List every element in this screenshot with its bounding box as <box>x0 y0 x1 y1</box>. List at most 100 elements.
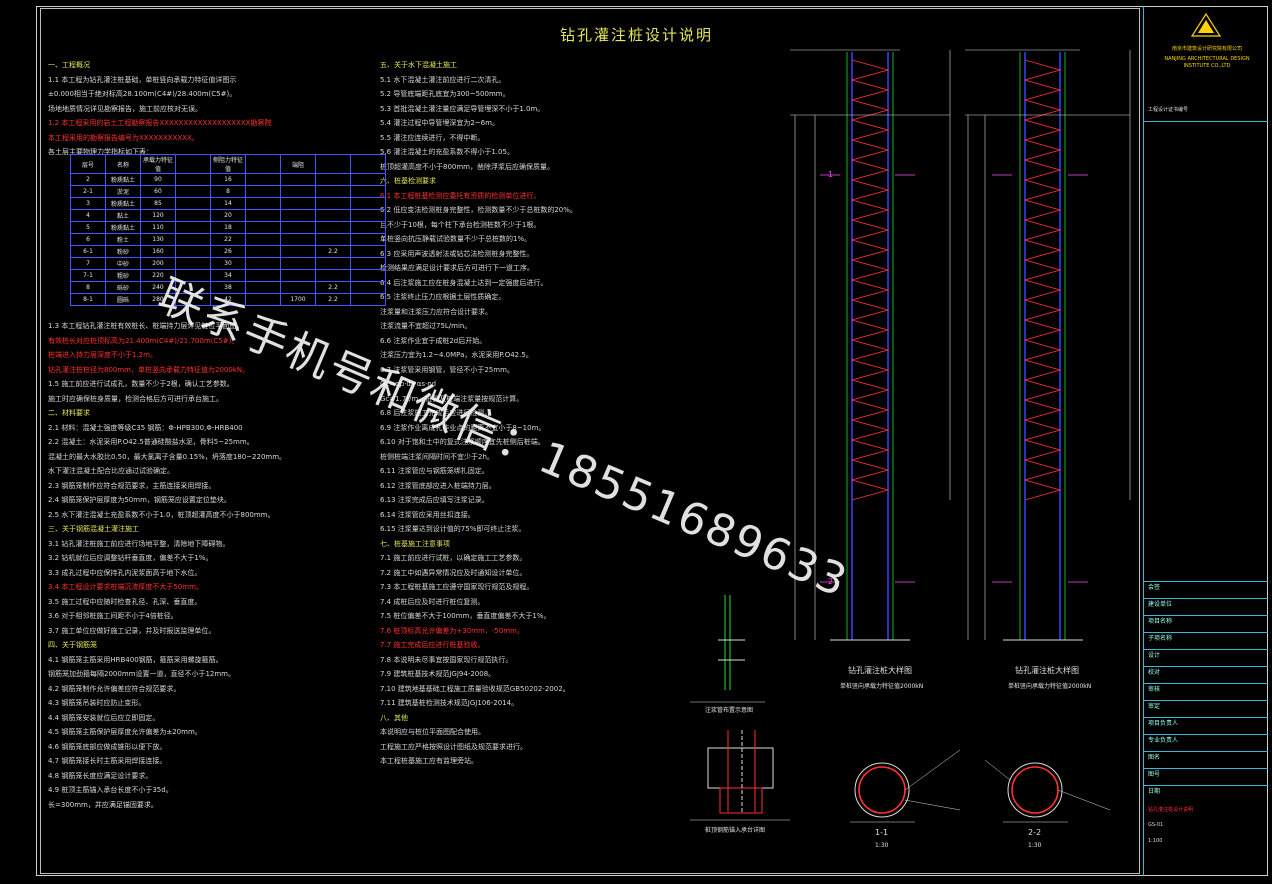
note-line: 本工程采用的勘察报告编号为XXXXXXXXXXX。 <box>48 133 199 142</box>
drawing-inner-frame <box>40 8 1140 874</box>
note-line: 1.1 本工程为钻孔灌注桩基础，单桩竖向承载力特征值详图示 <box>48 75 237 84</box>
note-line: 1.2 本工程采用的岩土工程勘察报告XXXXXXXXXXXXXXXXXXX勘察院 <box>48 119 272 127</box>
table-cell <box>350 293 386 306</box>
pile-2-label: 钻孔灌注桩大样图 <box>1015 666 1079 675</box>
note-line: 4.3 钢筋笼吊装时应防止变形。 <box>48 699 146 707</box>
note-line: 且不少于10根，每个柱下承台检测桩数不少于1根。 <box>380 220 541 229</box>
note-line: 6.5 注浆终止压力应根据土层性质确定。 <box>380 293 506 301</box>
section-marker-2: 2 <box>828 577 834 586</box>
drawing-number: GS-01 <box>1148 822 1164 828</box>
notes-left-column: 一、工程概况 1.1 本工程为钻孔灌注桩基础，单桩竖向承载力特征值详图示 ±0.00… <box>48 58 368 812</box>
note-line: 7.8 本说明未尽事宜按国家现行规范执行。 <box>380 655 513 664</box>
note-line: 6.14 注浆管应采用丝扣连接。 <box>380 510 475 519</box>
note-line: 检测结果应满足设计要求后方可进行下一道工序。 <box>380 264 534 272</box>
note-line: 6.7 注浆管采用钢管，管径不小于25mm。 <box>380 365 514 374</box>
note-line: 7.4 成桩后应及时进行桩位复测。 <box>380 597 485 606</box>
title-block-row: 校对 <box>1144 666 1268 683</box>
note-line: 5.6 灌注混凝土的充盈系数不得小于1.05。 <box>380 148 514 156</box>
drawing-outer-frame <box>36 6 1268 876</box>
section-marker-1: 1 <box>828 170 834 179</box>
pile-1-caption: 单桩竖向承载力特征值2000kN <box>840 683 924 690</box>
table-cell: 8-1 <box>70 293 106 306</box>
note-line: 7.7 施工完成后应进行桩基验收。 <box>380 641 485 649</box>
title-block-row: 图名 <box>1144 751 1268 768</box>
note-line: 6.1 本工程桩基检测应委托有资质的检测单位进行。 <box>380 191 541 200</box>
note-line: 桩端进入持力层深度不小于1.2m。 <box>48 351 157 359</box>
pile-1 <box>830 52 910 641</box>
note-line: 7.5 桩位偏差不大于100mm，垂直度偏差不大于1%。 <box>380 612 551 620</box>
note-line: 八、其他 <box>380 713 408 722</box>
anchor-detail-label: 桩顶钢筋锚入承台详图 <box>705 827 766 834</box>
section-1-1 <box>850 762 915 823</box>
note-line: 7.3 本工程桩基施工应遵守国家现行规范及规程。 <box>380 583 534 591</box>
drawing-scale: 1:100 <box>1148 838 1163 844</box>
note-line: 钻孔灌注桩桩径为800mm，单桩竖向承载力特征值为2000kN。 <box>48 365 250 374</box>
note-line: 7.2 施工中如遇异常情况应及时通知设计单位。 <box>380 568 527 577</box>
note-line: 6.2 低应变法检测桩身完整性，检测数量不少于总桩数的20%。 <box>380 206 577 214</box>
note-line: 4.5 钢筋笼主筋保护层厚度允许偏差为±20mm。 <box>48 728 202 736</box>
note-line: 注浆量和注浆压力应符合设计要求。 <box>380 307 492 316</box>
note-line: 6.3 应采用声波透射法或钻芯法检测桩身完整性。 <box>380 249 534 258</box>
note-line: 本说明应与桩位平面图配合使用。 <box>380 728 485 736</box>
note-line: 6.10 对于饱和土中的复式注浆顺序宜先桩侧后桩端。 <box>380 438 545 446</box>
note-line: 2.4 钢筋笼保护层厚度为50mm，钢筋笼应设置定位垫块。 <box>48 496 231 504</box>
note-line: 7.9 建筑桩基技术规范JGJ94-2008。 <box>380 670 496 678</box>
certificate-label: 工程设计证书编号 <box>1148 107 1189 113</box>
note-line: 5.3 首批混凝土灌注量应满足导管埋深不小于1.0m。 <box>380 104 545 113</box>
note-line: 5.4 灌注过程中导管埋深宜为2~6m。 <box>380 119 499 127</box>
note-line: 6.13 注浆完成后应填写注浆记录。 <box>380 496 489 504</box>
note-line: 5.5 灌注应连续进行，不得中断。 <box>380 133 485 142</box>
note-line: 6.15 注浆量达到设计值的75%即可终止注浆。 <box>380 525 526 533</box>
note-line: 各土层主要物理力学指标如下表： <box>48 148 153 156</box>
table-cell: 承载力特征值 <box>140 154 176 174</box>
note-line: 2.5 水下灌注混凝土充盈系数不小于1.0，桩顶超灌高度不小于800mm。 <box>48 510 275 519</box>
note-line: 桩顶超灌高度不小于800mm，凿除浮浆后应确保质量。 <box>380 162 554 171</box>
grout-pipe-detail <box>690 595 765 703</box>
section-2-2-scale: 1:30 <box>1028 842 1042 849</box>
note-line: 3.4 本工程设计要求桩端沉渣厚度不大于50mm。 <box>48 583 203 591</box>
company-name-en: NANJING ARCHITECTURAL DESIGN INSTITUTE C… <box>1164 56 1250 69</box>
note-line: 注浆压力宜为1.2~4.0MPa，水泥采用P.O42.5。 <box>380 351 533 359</box>
title-block-row: 项目负责人 <box>1144 717 1268 734</box>
note-line: 4.7 钢筋笼接长时主筋采用焊接连接。 <box>48 757 167 765</box>
note-line: 6.6 注浆作业宜于成桩2d后开始。 <box>380 336 487 345</box>
note-line: Gc=αp·d+αs·nd <box>380 380 437 388</box>
note-line: 7.10 建筑地基基础工程施工质量验收规范GB50202-2002。 <box>380 684 570 693</box>
section-1-1-label: 1-1 <box>875 828 889 837</box>
note-line: 6.12 注浆管底部应进入桩端持力层。 <box>380 481 496 490</box>
note-line: ±0.000相当于绝对标高28.100m(C4#)/28.400m(C5#)。 <box>48 90 237 98</box>
table-row: 层号名称承载力特征值侧阻力特征值端阻 <box>70 154 386 174</box>
note-line: 7.1 施工前应进行试桩，以确定施工工艺参数。 <box>380 554 527 562</box>
note-line: 3.2 钻机就位后应调整钻杆垂直度，偏差不大于1%。 <box>48 554 213 562</box>
note-line: 1.5 施工前应进行试成孔，数量不少于2根，确认工艺参数。 <box>48 380 234 388</box>
note-line: Gc=1.7t/m，桩侧及桩端注浆量按规范计算。 <box>380 394 524 403</box>
title-block-row: 子项名称 <box>1144 632 1268 649</box>
note-line: 6.4 后注浆施工应在桩身混凝土达到一定强度后进行。 <box>380 278 548 287</box>
title-block-row: 项目名称 <box>1144 615 1268 632</box>
note-line: 2.2 混凝土：水泥采用P.O42.5普通硅酸盐水泥，骨料5~25mm。 <box>48 438 254 446</box>
title-block-row: 会签 <box>1144 581 1268 598</box>
note-line: 本工程桩基施工应有监理旁站。 <box>380 757 478 765</box>
table-cell: 2.2 <box>315 293 351 306</box>
note-line: 6.11 注浆管应与钢筋笼绑扎固定。 <box>380 467 489 475</box>
title-block-row: 审核 <box>1144 683 1268 700</box>
note-line: 一、工程概况 <box>48 61 90 69</box>
note-line: 六、桩基检测要求 <box>380 177 436 185</box>
pile-2 <box>1003 52 1083 641</box>
note-line: 4.4 钢筋笼安装就位后应立即固定。 <box>48 713 160 722</box>
grout-pipe-label: 注浆管布置示意图 <box>705 707 754 714</box>
note-line: 4.6 钢筋笼底部应做成锥形以便下放。 <box>48 742 167 751</box>
title-block-row: 设计 <box>1144 649 1268 666</box>
note-line: 三、关于钢筋混凝土灌注施工 <box>48 525 139 533</box>
section-2-2 <box>1003 762 1068 823</box>
note-line: 3.1 钻孔灌注桩施工前应进行场地平整，清除地下障碍物。 <box>48 539 230 548</box>
note-line: 四、关于钢筋笼 <box>48 641 97 649</box>
note-line: 7.11 建筑基桩检测技术规范JGJ106-2014。 <box>380 699 519 707</box>
pile-1-label: 钻孔灌注桩大样图 <box>848 666 912 675</box>
